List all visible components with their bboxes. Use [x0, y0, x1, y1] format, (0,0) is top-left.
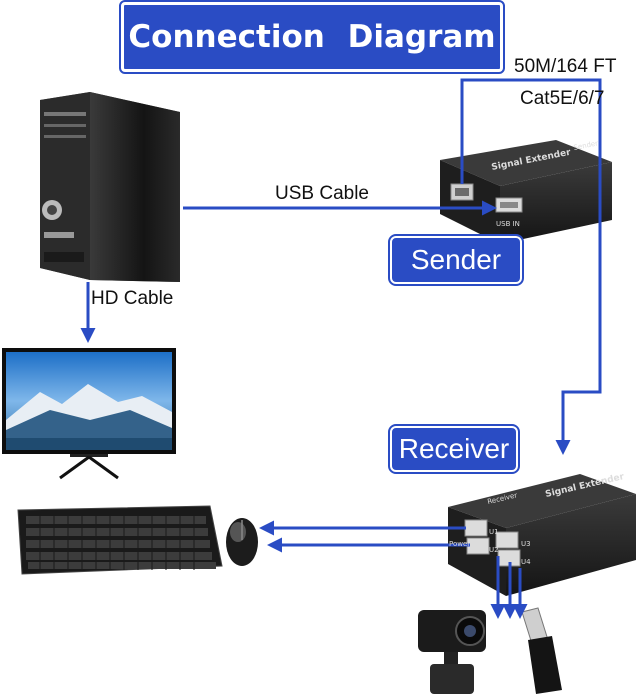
keyboard-icon: [17, 505, 223, 575]
receiver-device-icon: [448, 474, 636, 596]
cable-length-label: 50M/164 FT: [514, 56, 617, 77]
cables: [80, 78, 602, 619]
mouse-icon: [226, 518, 258, 566]
sender-tag-text: Sender: [573, 139, 599, 152]
computer-tower-icon: [40, 92, 180, 282]
ethernet-cable-line: [460, 78, 602, 455]
usb-dongle-icon: [521, 607, 562, 694]
port-u3-text: U3: [521, 540, 531, 548]
port-u1-text: U1: [489, 528, 499, 536]
receiver-badge: Receiver: [388, 424, 520, 474]
webcam-icon: [418, 610, 486, 694]
monitor-icon: [2, 348, 176, 480]
power-text: Power: [449, 540, 470, 548]
port-u2-text: U2: [489, 546, 499, 554]
diagram-title: Connection Diagram: [119, 0, 505, 74]
cable-type-label: Cat5E/6/7: [520, 88, 605, 109]
usb-cable-label: USB Cable: [275, 183, 369, 204]
sender-badge: Sender: [388, 234, 524, 286]
hd-cable-label: HD Cable: [91, 288, 174, 309]
sender-device-icon: [440, 140, 612, 244]
sender-port-text: USB IN: [496, 220, 520, 228]
port-u4-text: U4: [521, 558, 531, 566]
